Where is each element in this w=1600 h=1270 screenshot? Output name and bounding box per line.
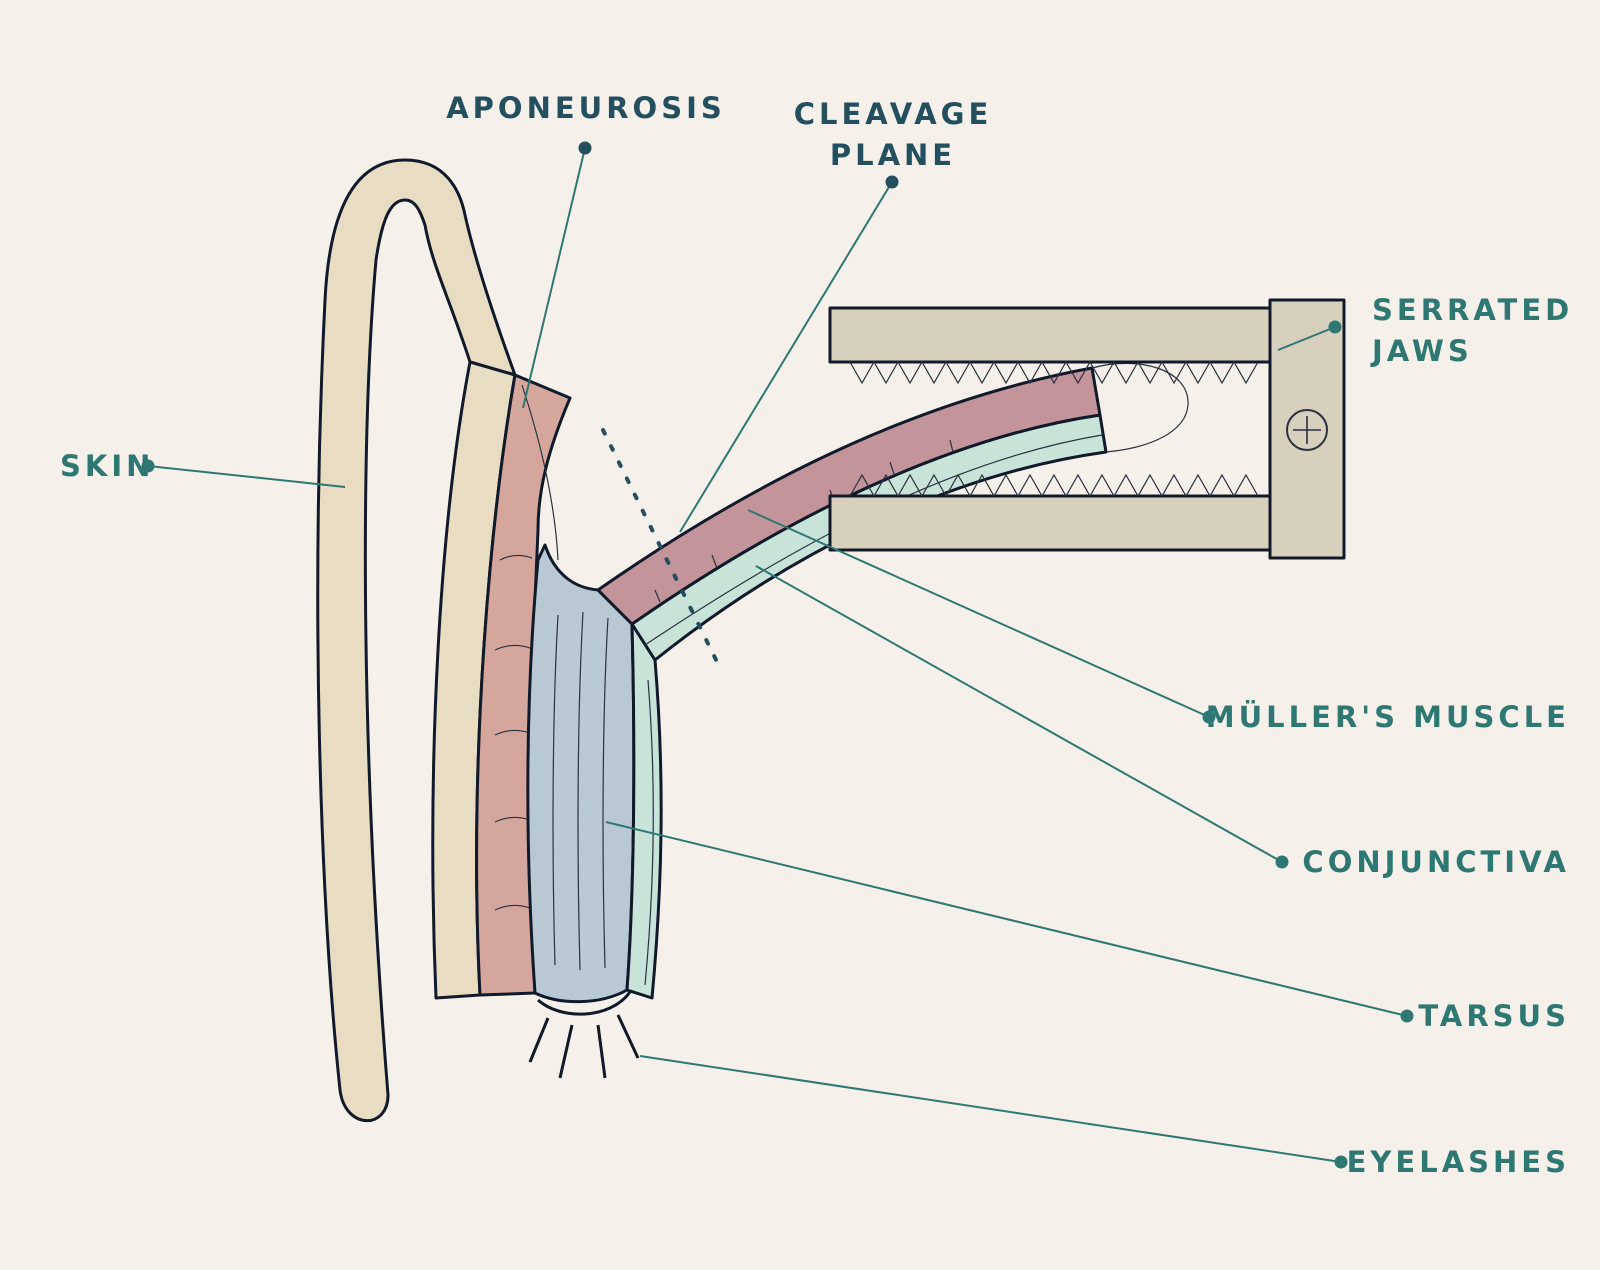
tarsus-plate <box>526 543 636 1004</box>
serrated-dot <box>1328 320 1342 334</box>
aponeurosis-dot <box>578 141 592 155</box>
lid-margin <box>536 991 632 1016</box>
label-serrated-line1: SERRATED <box>1372 293 1573 327</box>
label-cleavage-line1: CLEAVAGE <box>794 97 993 131</box>
label-serrated-line2: JAWS <box>1370 334 1473 368</box>
label-conjunctiva: CONJUNCTIVA <box>1302 845 1570 879</box>
label-tarsus: TARSUS <box>1418 999 1570 1033</box>
clamp-upper-jaw <box>828 306 1274 364</box>
cleavage-dot <box>885 175 899 189</box>
label-aponeurosis: APONEUROSIS <box>446 91 726 125</box>
serrated-clamp <box>828 298 1346 560</box>
muller-dot <box>1202 710 1216 724</box>
eyelashes-dot <box>1334 1155 1348 1169</box>
tissue-fold-loop <box>1091 362 1189 453</box>
aponeurosis-layer <box>521 384 559 561</box>
label-muller: MÜLLER'S MUSCLE <box>1206 700 1570 734</box>
tarsus-dot <box>1400 1009 1414 1023</box>
eyelashes-group <box>528 1014 640 1079</box>
leader-lines <box>147 147 1408 1163</box>
upper-teeth <box>849 360 1259 385</box>
tarsal-glands <box>552 611 609 971</box>
skin-layer <box>316 158 517 1123</box>
clamp-lower-jaw <box>828 494 1274 552</box>
label-eyelashes: EYELASHES <box>1347 1145 1570 1179</box>
skin-dot <box>141 459 155 473</box>
pivot-screw-icon <box>1286 409 1328 451</box>
conjunctiva-dot <box>1275 855 1289 869</box>
lower-teeth <box>849 473 1259 498</box>
label-cleavage-line2: PLANE <box>830 138 956 172</box>
label-skin: SKIN <box>60 449 154 483</box>
conjunctiva-lower <box>625 622 663 1000</box>
